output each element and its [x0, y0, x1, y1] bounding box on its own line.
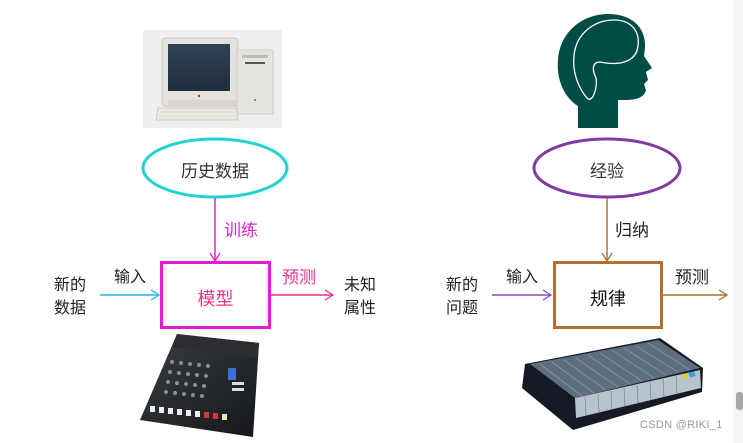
- experience-node-outline: [532, 137, 682, 199]
- input-edge-label-left: 输入: [114, 267, 147, 286]
- predict-edge-label-left: 预测: [282, 268, 316, 288]
- right-gutter: [733, 0, 743, 443]
- new-problem-label-line1: 新的: [446, 275, 479, 294]
- model-box-label: 模型: [197, 289, 234, 310]
- scrollbar-thumb[interactable]: [736, 392, 743, 410]
- model-box: 模型: [160, 261, 271, 329]
- watermark: CSDN @RIKI_1: [640, 419, 723, 431]
- new-problem-label-line2: 问题: [446, 298, 479, 317]
- rule-box-label: 规律: [590, 289, 626, 310]
- induction-edge-label: 归纳: [615, 221, 649, 241]
- experience-node: 经验: [590, 162, 624, 182]
- predict-edge-label-right: 预测: [675, 268, 709, 288]
- large-audio-mixer-image: [522, 338, 703, 430]
- audio-mixer-image: [140, 334, 259, 437]
- new-data-label-line2: 数据: [54, 298, 87, 317]
- history-data-node-outline: [141, 137, 289, 199]
- input-edge-label-right: 输入: [506, 267, 539, 286]
- rule-box: 规律: [553, 261, 663, 329]
- head-silhouette-image: [557, 13, 652, 129]
- unknown-attribute-label-line1: 未知: [344, 275, 377, 294]
- new-data-label-line1: 新的: [54, 275, 87, 294]
- unknown-attribute-label-line2: 属性: [344, 298, 377, 317]
- history-data-node: 历史数据: [181, 162, 249, 182]
- computer-image: [143, 30, 282, 128]
- training-edge-label: 训练: [224, 221, 258, 241]
